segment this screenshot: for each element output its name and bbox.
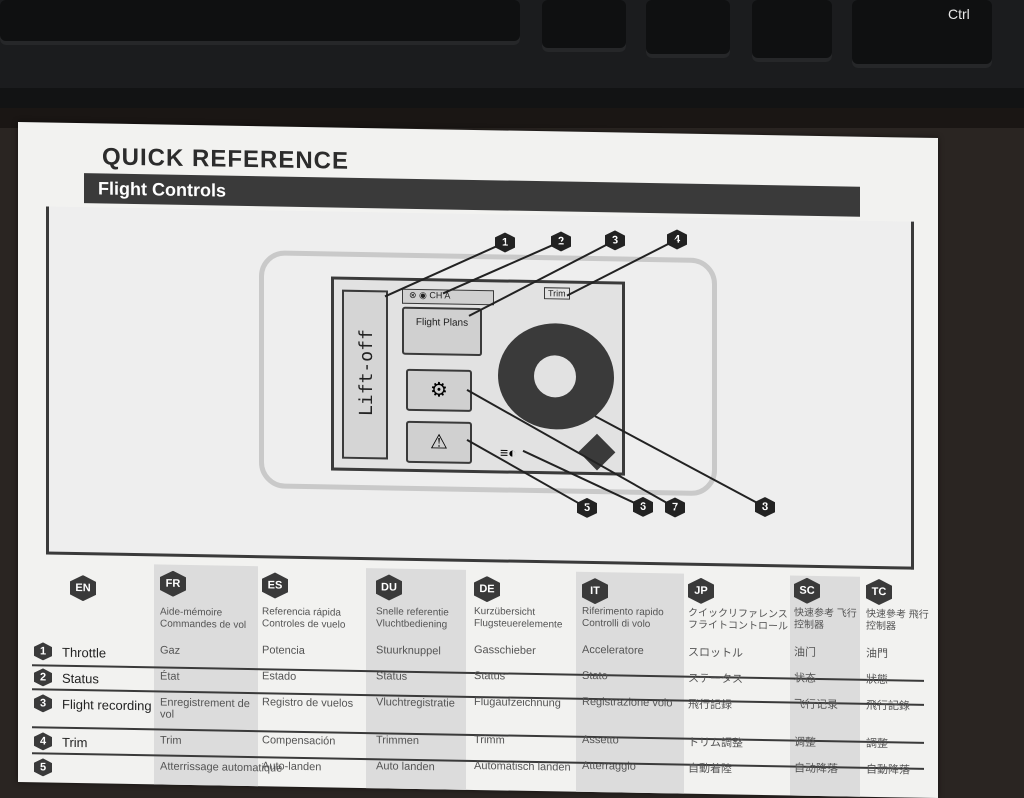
cell-sc-3: 飞行记录 (794, 698, 838, 712)
row-badge-1: 1 (34, 642, 52, 660)
cell-it-3: Registrazione volo (582, 695, 673, 710)
keyboard: Ctrl (0, 0, 1024, 120)
cell-du-2: Status (376, 670, 408, 683)
cell-de-5: Automatisch landen (474, 759, 571, 774)
row-badge-3: 3 (34, 694, 52, 712)
cell-de-2: Status (474, 669, 506, 683)
keyboard-edge (0, 88, 1024, 108)
cell-jp-3: 飛行記録 (688, 698, 732, 712)
cell-du-3: Vluchtregistratie (376, 696, 455, 710)
cell-it-1: Acceleratore (582, 643, 644, 657)
cell-jp-2: ステータス (688, 672, 743, 686)
cell-it-4: Assetto (582, 733, 619, 747)
cell-tc-2: 狀態 (866, 673, 888, 687)
cell-it-5: Atterraggio (582, 759, 636, 773)
lang-badge-en: EN (70, 575, 96, 601)
header-fr: Aide-mémoire Commandes de vol (160, 606, 247, 631)
cell-es-5: Auto-landen (262, 760, 322, 774)
header-tc: 快速參考 飛行控制器 (866, 608, 929, 633)
lang-badge-de: DE (474, 576, 500, 602)
cell-jp-1: スロットル (688, 646, 743, 660)
keyboard-key (752, 0, 832, 62)
card-title: QUICK REFERENCE (102, 143, 350, 175)
lang-badge-es: ES (262, 572, 288, 598)
cell-en-1: Throttle (62, 644, 107, 661)
cell-du-5: Auto landen (376, 760, 435, 774)
row-badge-2: 2 (34, 668, 52, 686)
cell-sc-1: 油门 (794, 646, 816, 659)
keyboard-key (0, 0, 520, 45)
cell-fr-4: Trim (160, 734, 182, 747)
cell-du-4: Trimmen (376, 734, 419, 747)
cell-es-4: Compensación (262, 734, 336, 748)
desk-shadow (0, 108, 1024, 128)
cell-fr-2: État (160, 670, 180, 683)
callout-leader-lines (384, 238, 766, 509)
header-de: Kurzübersicht Flugsteuerelemente (474, 605, 563, 631)
cell-tc-4: 調整 (866, 737, 888, 751)
section-title: Flight Controls (98, 178, 226, 201)
cell-en-2: Status (62, 670, 99, 687)
cell-de-1: Gasschieber (474, 643, 536, 658)
row-badge-5: 5 (34, 758, 52, 776)
header-jp: クイックリファレンス フライトコントロール (688, 607, 788, 633)
cell-du-1: Stuurknuppel (376, 644, 441, 658)
header-it: Riferimento rapido Controlli di volo (582, 605, 664, 631)
cell-tc-3: 飛行記錄 (866, 699, 910, 713)
quick-reference-card: QUICK REFERENCE Flight Controls Lift-off… (18, 122, 938, 798)
cell-it-2: Stato (582, 669, 608, 683)
cell-es-1: Potencia (262, 644, 305, 658)
cell-en-3: Flight recording (62, 696, 152, 714)
cell-de-3: Flugaufzeichnung (474, 695, 561, 710)
lang-badge-tc: TC (866, 579, 892, 605)
ctrl-key: Ctrl (852, 0, 992, 68)
cell-sc-4: 调整 (794, 736, 816, 749)
cell-jp-5: 自動着陸 (688, 762, 732, 776)
cell-tc-1: 油門 (866, 647, 888, 661)
cell-es-3: Registro de vuelos (262, 696, 354, 710)
header-sc: 快速参考 飞行控制器 (794, 607, 857, 632)
cell-es-2: Estado (262, 670, 297, 683)
keyboard-key (646, 0, 730, 58)
keyboard-key (542, 0, 626, 52)
cell-fr-3: Enregistrement de vol (160, 696, 250, 721)
cell-en-4: Trim (62, 734, 88, 751)
header-es: Referencia rápida Controles de vuelo (262, 606, 346, 631)
cell-sc-2: 状态 (794, 672, 816, 685)
header-du: Snelle referentie Vluchtbediening (376, 606, 449, 631)
cell-fr-1: Gaz (160, 644, 181, 657)
cell-tc-5: 自動降落 (866, 763, 910, 777)
cell-jp-4: トリム調整 (688, 736, 743, 750)
controls-diagram: Lift-off ⊗ ◉ CH A Flight Plans ⚙ ⚠ Trim … (46, 206, 914, 570)
cell-de-4: Trimm (474, 733, 505, 747)
lang-badge-jp: JP (688, 578, 714, 604)
ctrl-key-label: Ctrl (948, 6, 970, 22)
row-badge-4: 4 (34, 732, 52, 750)
